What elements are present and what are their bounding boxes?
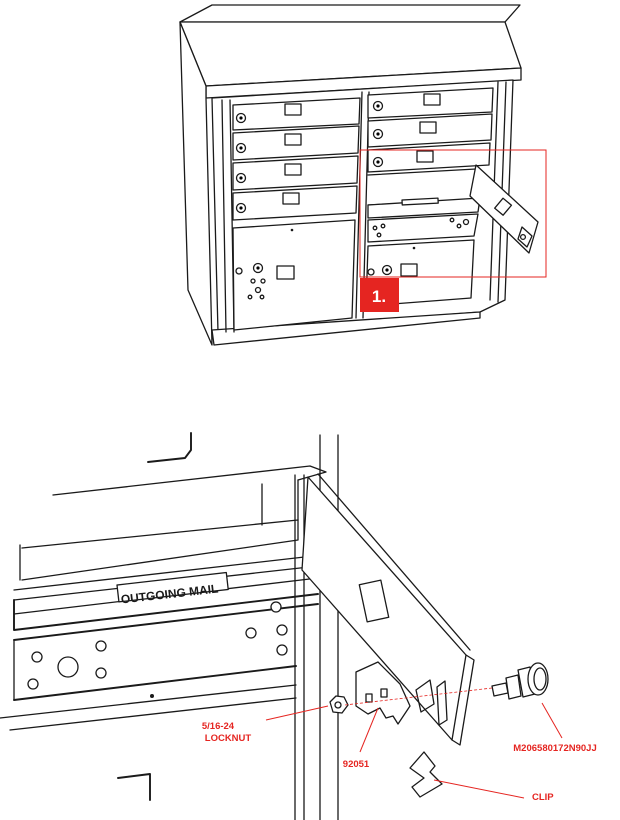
left-parcel-locker: [232, 219, 356, 331]
mailbox-cabinet-overview: 1.: [179, 4, 547, 346]
bracket-part-label: 92051: [343, 759, 370, 770]
clip-label: CLIP: [532, 792, 554, 803]
right-compartment-doors: [367, 87, 494, 173]
left-compartment-doors: [232, 97, 361, 221]
locknut: [329, 695, 349, 714]
open-door-panel: [301, 473, 475, 746]
step-number-badge: 1.: [360, 278, 399, 312]
step-highlight-box: [359, 149, 547, 278]
cam-lock: [491, 662, 549, 700]
locknut-size-label: 5/16-24: [202, 721, 235, 732]
locknut-label: LOCKNUT: [205, 733, 252, 744]
hook-bracket: [355, 661, 411, 725]
lock-part-label: M206580172N90JJ: [513, 743, 596, 754]
spring-clip: [409, 751, 443, 798]
detail-view: OUTGOING MAIL: [0, 432, 597, 820]
callout-leaders: [265, 702, 563, 799]
step-number-label: 1.: [372, 287, 386, 306]
